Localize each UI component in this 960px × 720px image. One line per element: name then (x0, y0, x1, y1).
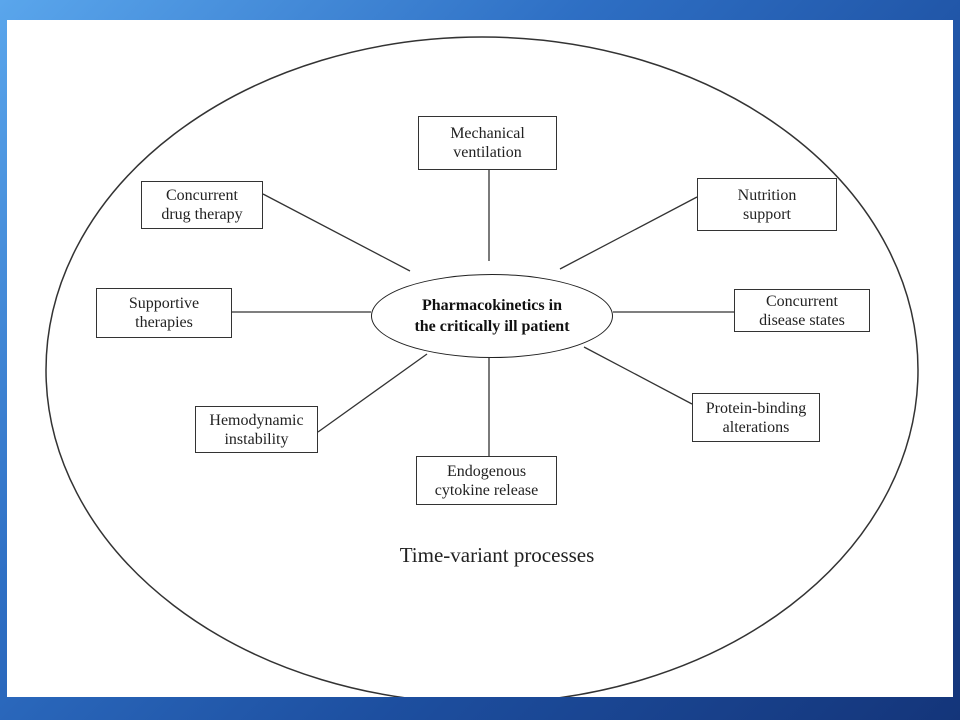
connector-concurrent-drug-therapy (262, 193, 411, 272)
central-concept: Pharmacokinetics in the critically ill p… (371, 274, 613, 358)
outer-ellipse (45, 36, 919, 697)
footer-caption: Time-variant processes (399, 543, 595, 567)
node-concurrent-disease-states: Concurrent disease states (734, 289, 870, 332)
connector-nutrition-support (559, 196, 698, 270)
node-nutrition-support: Nutrition support (697, 178, 837, 231)
connector-hemodynamic-instability (317, 353, 428, 433)
slide-canvas: Mechanical ventilation Nutrition support… (7, 20, 953, 697)
diagram-lines (45, 36, 919, 697)
node-concurrent-drug-therapy: Concurrent drug therapy (141, 181, 263, 229)
node-hemodynamic-instability: Hemodynamic instability (195, 406, 318, 453)
connector-protein-binding-alterations (583, 346, 693, 405)
node-protein-binding-alterations: Protein-binding alterations (692, 393, 820, 442)
node-endogenous-cytokine-release: Endogenous cytokine release (416, 456, 557, 505)
node-supportive-therapies: Supportive therapies (96, 288, 232, 338)
node-mechanical-ventilation: Mechanical ventilation (418, 116, 557, 170)
